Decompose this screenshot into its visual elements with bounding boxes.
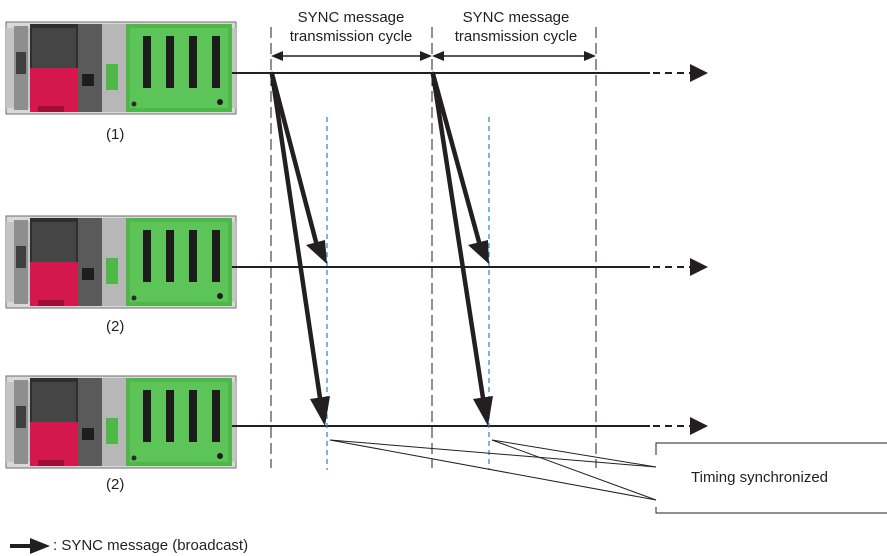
- cycle-dimension-arrows: [271, 51, 596, 61]
- legend-text: : SYNC message (broadcast): [53, 537, 249, 554]
- cycle-label-1-line1: SYNC message: [297, 9, 405, 26]
- timeline-continuations: [653, 72, 690, 427]
- plc-station-1: [5, 21, 237, 115]
- timeline-arrowheads: [690, 64, 708, 435]
- cycle-label-2-line1: SYNC message: [462, 9, 570, 26]
- callout-text: Timing synchronized: [691, 469, 828, 486]
- legend-arrow-icon: [10, 538, 50, 554]
- station-label-2: (2): [106, 318, 125, 335]
- sync-markers: [326, 117, 490, 470]
- station-label-3: (2): [106, 476, 125, 493]
- plc-station-2: [5, 215, 237, 309]
- station-label-1: (1): [106, 126, 125, 143]
- cycle-label-1: SYNC message transmission cycle: [281, 8, 421, 46]
- cycle-boundaries: [270, 27, 597, 468]
- timing-callout: [329, 439, 887, 514]
- cycle-label-1-line2: transmission cycle: [289, 28, 413, 45]
- plc-station-3: [5, 375, 237, 469]
- cycle-label-2: SYNC message transmission cycle: [441, 8, 591, 46]
- sync-message-arrows: [269, 71, 486, 401]
- cycle-label-2-line2: transmission cycle: [454, 28, 578, 45]
- sync-message-arrowheads: [306, 240, 493, 426]
